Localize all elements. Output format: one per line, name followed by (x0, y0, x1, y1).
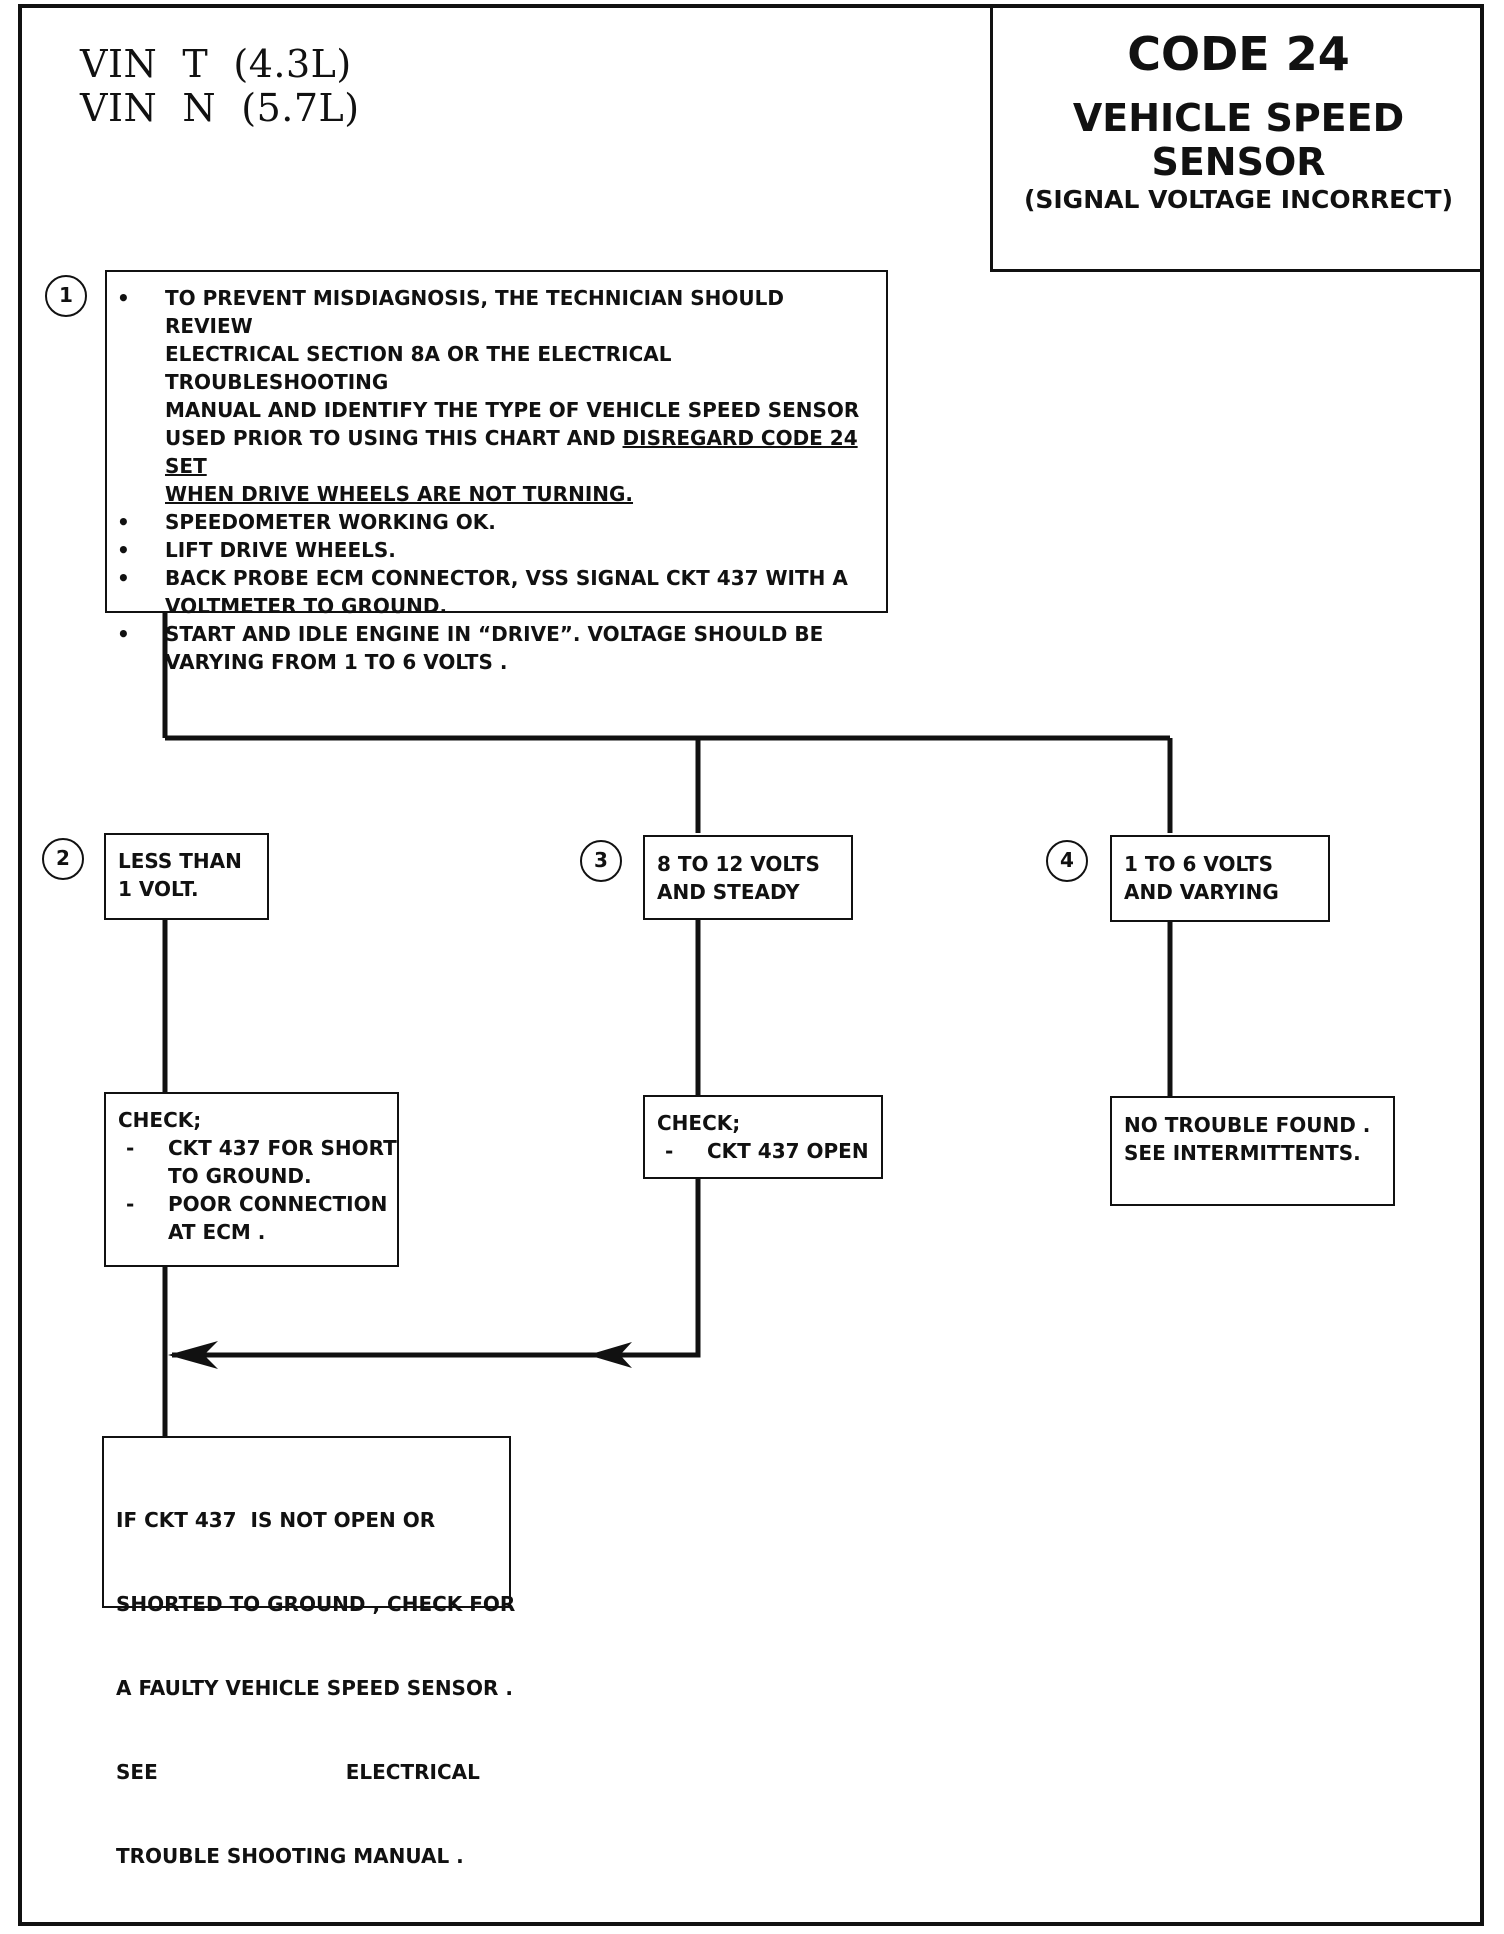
step1-item1-emphasis-b: WHEN DRIVE WHEELS ARE NOT TURNING. (165, 482, 634, 506)
final-line2: SHORTED TO GROUND , CHECK FOR (116, 1592, 516, 1616)
result4-line1: 1 TO 6 VOLTS (1124, 852, 1273, 876)
vin-line-1: VIN T (4.3L) (80, 42, 352, 86)
step-marker-4: 4 (1046, 840, 1088, 882)
title-subtitle: (SIGNAL VOLTAGE INCORRECT) (1023, 185, 1454, 214)
step1-item5-line1: START AND IDLE ENGINE IN “DRIVE”. VOLTAG… (165, 622, 824, 646)
step1-instructions-box: • TO PREVENT MISDIAGNOSIS, THE TECHNICIA… (105, 270, 888, 674)
check4-line1: NO TROUBLE FOUND . (1124, 1113, 1371, 1137)
step1-item-1: • TO PREVENT MISDIAGNOSIS, THE TECHNICIA… (107, 284, 874, 508)
dash-marker: - (665, 1139, 674, 1163)
bullet-icon: • (117, 538, 130, 562)
step1-item-2: • SPEEDOMETER WORKING OK. (107, 508, 874, 536)
result3-line1: 8 TO 12 VOLTS (657, 852, 820, 876)
result3-box: 8 TO 12 VOLTS AND STEADY (643, 835, 853, 920)
connector-check3-return (172, 1177, 701, 1358)
check2-item1-line2: TO GROUND. (168, 1164, 312, 1188)
check2-heading: CHECK; (118, 1108, 202, 1132)
check4-line2: SEE INTERMITTENTS. (1124, 1141, 1361, 1165)
step1-item-5: • START AND IDLE ENGINE IN “DRIVE”. VOLT… (107, 620, 874, 676)
step-marker-2: 2 (42, 838, 84, 880)
result2-line1: LESS THAN (118, 849, 242, 873)
step1-item3-text: LIFT DRIVE WHEELS. (165, 538, 396, 562)
final-instructions-box: IF CKT 437 IS NOT OPEN OR SHORTED TO GRO… (102, 1436, 515, 1868)
result4-line2: AND VARYING (1124, 880, 1279, 904)
arrowhead-left-1 (168, 1341, 218, 1369)
step1-item5-line2: VARYING FROM 1 TO 6 VOLTS . (165, 650, 508, 674)
final-line4: SEE ELECTRICAL (116, 1760, 480, 1784)
check2-item-1: - CKT 437 FOR SHORT TO GROUND. (118, 1134, 397, 1190)
step1-item2-text: SPEEDOMETER WORKING OK. (165, 510, 496, 534)
check3-item1-text: CKT 437 OPEN (707, 1139, 869, 1163)
check3-heading: CHECK; (657, 1111, 741, 1135)
check3-item-1: - CKT 437 OPEN (657, 1137, 881, 1165)
bullet-icon: • (117, 622, 130, 646)
result2-box: LESS THAN 1 VOLT. (104, 833, 269, 920)
bullet-icon: • (117, 286, 130, 310)
bullet-icon: • (117, 510, 130, 534)
code-title: CODE 24 (1127, 27, 1350, 81)
step1-item1-line4: USED PRIOR TO USING THIS CHART AND (165, 426, 623, 450)
step1-item4-line2: VOLTMETER TO GROUND. (165, 594, 448, 618)
vin-labels: VIN T (4.3L) VIN N (5.7L) (80, 42, 360, 130)
dash-marker: - (126, 1192, 135, 1216)
final-line1: IF CKT 437 IS NOT OPEN OR (116, 1508, 436, 1532)
check2-box: CHECK; - CKT 437 FOR SHORT TO GROUND. - … (104, 1092, 399, 1267)
final-line3: A FAULTY VEHICLE SPEED SENSOR . (116, 1676, 513, 1700)
check3-box: CHECK; - CKT 437 OPEN (643, 1095, 883, 1179)
step1-item1-line3: MANUAL AND IDENTIFY THE TYPE OF VEHICLE … (165, 398, 860, 422)
result3-line2: AND STEADY (657, 880, 800, 904)
title-box: CODE 24 VEHICLE SPEED SENSOR (SIGNAL VOL… (990, 4, 1484, 272)
check2-item2-line2: AT ECM . (168, 1220, 266, 1244)
bullet-icon: • (117, 566, 130, 590)
result2-line2: 1 VOLT. (118, 877, 199, 901)
page-frame (18, 4, 1484, 1926)
dash-marker: - (126, 1136, 135, 1160)
step1-item-4: • BACK PROBE ECM CONNECTOR, VSS SIGNAL C… (107, 564, 874, 620)
final-line5: TROUBLE SHOOTING MANUAL . (116, 1844, 464, 1868)
vin-line-2: VIN N (5.7L) (80, 86, 360, 130)
step1-item1-line2: ELECTRICAL SECTION 8A OR THE ELECTRICAL … (165, 342, 672, 394)
arrowhead-left-2 (588, 1342, 632, 1368)
sensor-name: VEHICLE SPEED SENSOR (1072, 96, 1405, 184)
step-marker-3: 3 (580, 840, 622, 882)
step1-item1-emphasis-a: DISREGARD CODE 24 SET (165, 426, 858, 478)
step1-item-3: • LIFT DRIVE WHEELS. (107, 536, 874, 564)
step1-item4-line1: BACK PROBE ECM CONNECTOR, VSS SIGNAL CKT… (165, 566, 848, 590)
check2-item2-line1: POOR CONNECTION (168, 1192, 388, 1216)
check2-item-2: - POOR CONNECTION AT ECM . (118, 1190, 397, 1246)
check4-box: NO TROUBLE FOUND . SEE INTERMITTENTS. (1110, 1096, 1395, 1206)
step1-item1-line1: TO PREVENT MISDIAGNOSIS, THE TECHNICIAN … (165, 286, 784, 338)
step-marker-1: 1 (45, 275, 87, 317)
check2-item1-line1: CKT 437 FOR SHORT (168, 1136, 397, 1160)
result4-box: 1 TO 6 VOLTS AND VARYING (1110, 835, 1330, 922)
